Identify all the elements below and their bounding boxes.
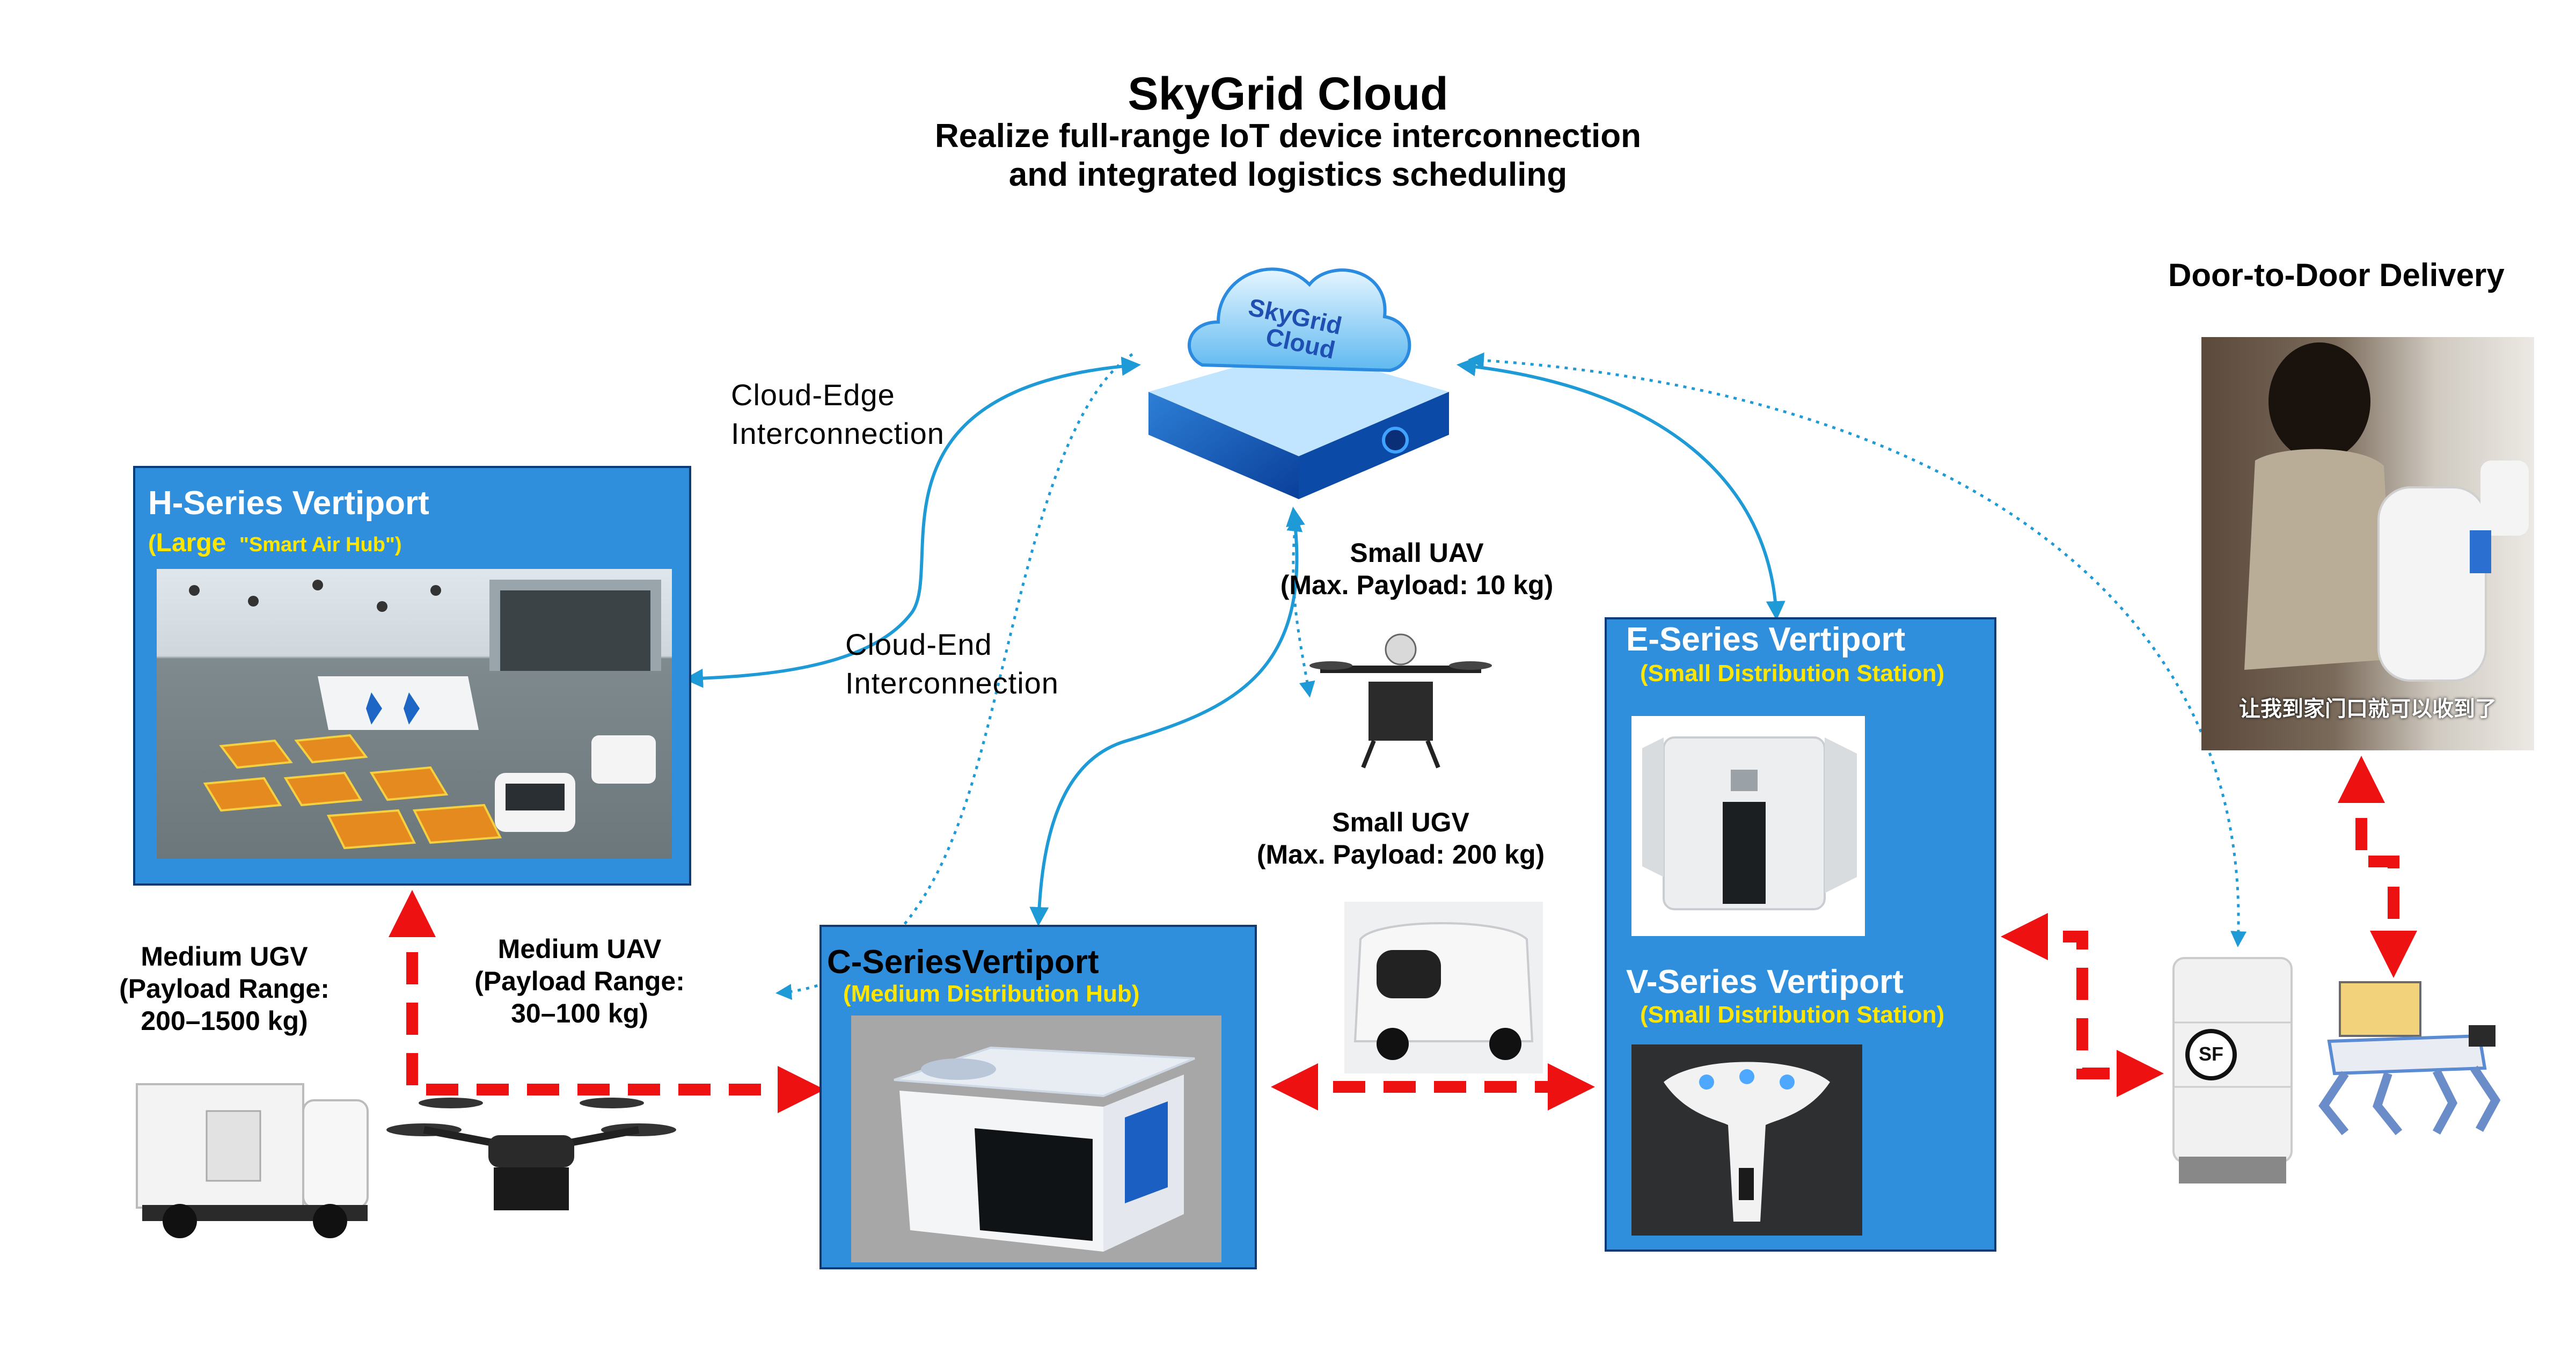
- cloud-edge-label: Cloud-Edge Interconnection: [731, 376, 945, 453]
- medium-uav-label-line-2: (Payload Range:: [474, 966, 685, 996]
- small-uav-label: Small UAV (Max. Payload: 10 kg): [1256, 537, 1578, 601]
- h-series-subtitle-large: Large: [156, 529, 226, 557]
- cloud-end-label: Cloud-End Interconnection: [845, 625, 1059, 703]
- medium-ugv-label-line-2: (Payload Range:: [119, 974, 330, 1004]
- red-link-h-to-c: [389, 890, 825, 1113]
- h-series-vertiport-box: H-Series Vertiport (Large "Smart Air Hub…: [133, 466, 691, 886]
- subtitle-line-2: and integrated logistics scheduling: [1008, 156, 1568, 193]
- medium-ugv-icon: [131, 1068, 376, 1240]
- ev-series-vertiport-box: E-Series Vertiport (Small Distribution S…: [1605, 617, 1996, 1252]
- delivery-title: Door-to-Door Delivery: [2168, 257, 2505, 293]
- medium-ugv-label: Medium UGV (Payload Range: 200–1500 kg): [101, 940, 348, 1037]
- delivery-robot-icon: SF: [2163, 953, 2302, 1189]
- small-ugv-icon: [1344, 902, 1543, 1073]
- page-title: SkyGrid Cloud: [1128, 68, 1448, 120]
- c-series-photo: [851, 1015, 1221, 1262]
- medium-uav-label-line-1: Medium UAV: [497, 934, 662, 964]
- small-ugv-label: Small UGV (Max. Payload: 200 kg): [1226, 806, 1575, 871]
- small-uav-icon: [1309, 633, 1492, 773]
- small-ugv-label-line-2: (Max. Payload: 200 kg): [1256, 839, 1545, 870]
- cloud-end-label-line-2: Interconnection: [845, 666, 1059, 700]
- h-series-subtitle-open: (: [148, 530, 156, 557]
- h-series-subtitle: (Large "Smart Air Hub"): [148, 528, 402, 558]
- cloud-edge-link-h: [684, 356, 1141, 688]
- delivery-photo: 让我到家门口就可以收到了: [2201, 337, 2534, 750]
- page-subtitle: Realize full-range IoT device interconne…: [0, 117, 2576, 194]
- robot-dog-icon: [2308, 966, 2506, 1143]
- h-series-title: H-Series Vertiport: [148, 485, 429, 522]
- medium-uav-label-line-3: 30–100 kg): [511, 998, 648, 1028]
- small-uav-label-line-2: (Max. Payload: 10 kg): [1280, 570, 1554, 600]
- cloud-end-link-robot: [1468, 352, 2247, 947]
- e-series-photo: [1631, 716, 1865, 936]
- red-link-door-to-dog: [2338, 756, 2417, 978]
- e-series-subtitle: (Small Distribution Station): [1640, 660, 1945, 686]
- medium-ugv-label-line-3: 200–1500 kg): [141, 1006, 308, 1036]
- h-series-subtitle-hub: "Smart Air Hub"): [239, 534, 402, 556]
- skygrid-cloud-icon: SkyGrid Cloud: [1138, 231, 1460, 510]
- medium-ugv-label-line-1: Medium UGV: [141, 941, 308, 971]
- subtitle-line-1: Realize full-range IoT device interconne…: [934, 118, 1642, 155]
- v-series-subtitle: (Small Distribution Station): [1640, 1002, 1945, 1028]
- cloud-edge-label-line-2: Interconnection: [731, 417, 945, 450]
- c-series-title: C-SeriesVertiport: [827, 944, 1099, 981]
- cloud-edge-label-line-1: Cloud-Edge: [731, 378, 895, 412]
- cloud-end-link-small-uav: [1286, 515, 1315, 698]
- small-ugv-label-line-1: Small UGV: [1332, 807, 1469, 837]
- v-series-photo: [1631, 1044, 1862, 1236]
- small-uav-label-line-1: Small UAV: [1350, 538, 1484, 568]
- cloud-end-label-line-1: Cloud-End: [845, 627, 992, 661]
- e-series-title: E-Series Vertiport: [1626, 621, 1906, 658]
- delivery-caption: 让我到家门口就可以收到了: [2239, 697, 2497, 721]
- h-series-photo: [157, 569, 672, 859]
- v-series-title: V-Series Vertiport: [1626, 963, 1904, 1000]
- c-series-vertiport-box: C-SeriesVertiport (Medium Distribution H…: [819, 925, 1257, 1269]
- medium-uav-icon: [386, 1087, 676, 1216]
- red-link-ev-to-robot: [2001, 913, 2164, 1097]
- robot-logo-text: SF: [2198, 1043, 2223, 1065]
- medium-uav-label: Medium UAV (Payload Range: 30–100 kg): [462, 933, 698, 1029]
- c-series-subtitle: (Medium Distribution Hub): [843, 981, 1140, 1007]
